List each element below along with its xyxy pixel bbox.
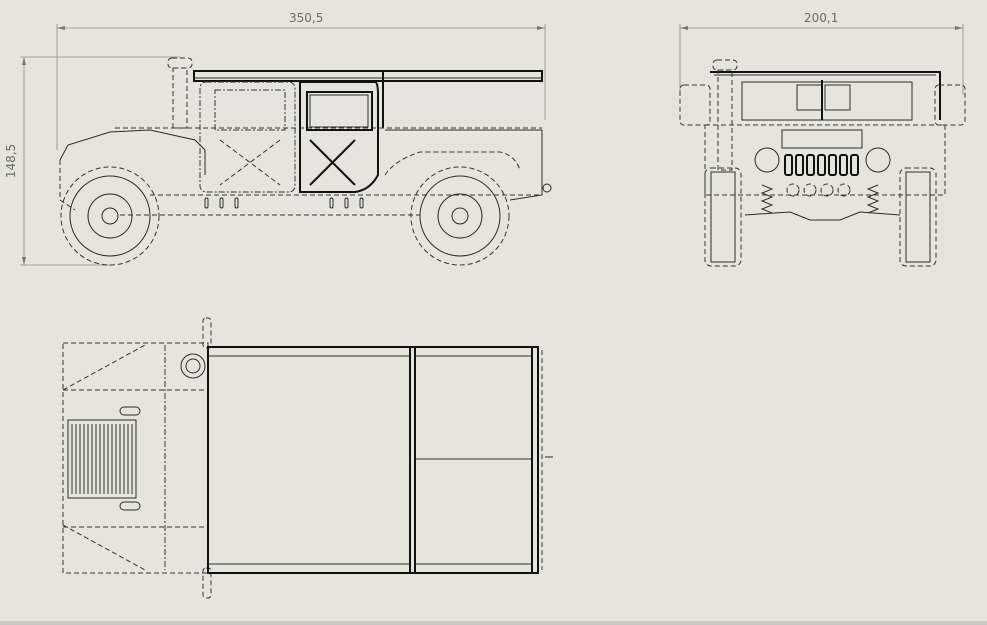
dimension-lines [20, 24, 964, 266]
front-view [679, 59, 966, 267]
window-bottom-edge [0, 621, 987, 625]
dimension-width: 200,1 [804, 11, 839, 25]
side-view [59, 57, 552, 266]
top-view [62, 317, 553, 599]
dimension-length: 350,5 [289, 11, 324, 25]
